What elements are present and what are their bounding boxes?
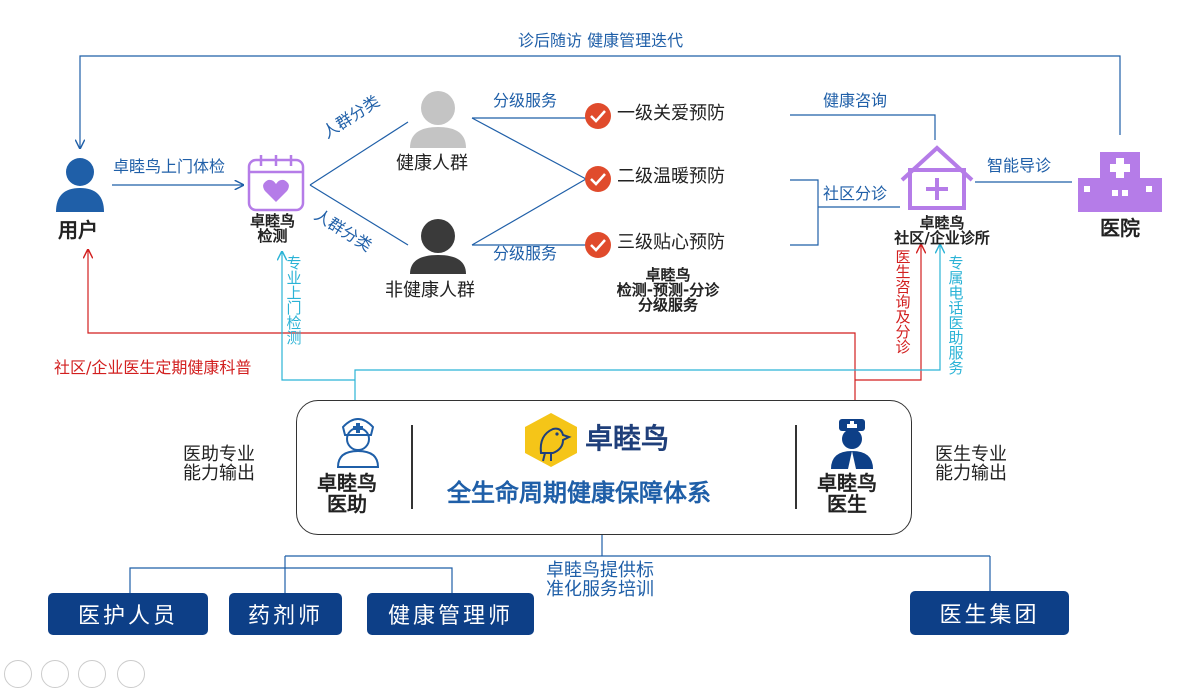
clinic-house-icon xyxy=(900,145,974,210)
science-label: 社区/企业医生定期健康科普 xyxy=(54,358,252,377)
assistant-capacity-label: 医助专业 能力输出 xyxy=(183,444,255,484)
divider-left xyxy=(411,425,413,509)
center-system-box: 卓睦鸟 医助 卓睦鸟 全生命周期健康保障体系 卓睦鸟 医生 xyxy=(296,400,912,535)
health-consult-label: 健康咨询 xyxy=(823,91,888,110)
pro-visit-vertical-label: 专业上门检测 xyxy=(286,254,302,347)
grading-connectors xyxy=(471,117,587,246)
training-connectors xyxy=(129,533,991,593)
doctor-icon xyxy=(831,419,873,469)
level-2-label: 二级温暖预防 xyxy=(617,166,725,187)
assistant-service-vertical-label: 专属电话医助服务 xyxy=(948,254,964,377)
grading-lower-label: 分级服务 xyxy=(493,244,558,263)
detect-label: 卓睦鸟 检测 xyxy=(250,212,296,245)
doctor-group-button[interactable]: 医生集团 xyxy=(910,591,1069,635)
community-triage-label: 社区分诊 xyxy=(823,184,888,203)
pharmacist-button[interactable]: 药剂师 xyxy=(229,593,342,635)
assistant-label: 卓睦鸟 医助 xyxy=(317,471,377,516)
zoom-icon[interactable] xyxy=(78,660,106,688)
health-manager-button[interactable]: 健康管理师 xyxy=(367,593,534,635)
slides-icon[interactable] xyxy=(41,660,69,688)
brand-logo-icon xyxy=(525,413,577,467)
hospital-icon xyxy=(1078,152,1162,212)
brand-subtitle: 全生命周期健康保障体系 xyxy=(447,479,711,507)
brand-name: 卓睦鸟 xyxy=(585,422,670,455)
level-3-label: 三级贴心预防 xyxy=(617,232,725,253)
levels-caption: 卓睦鸟 检测-预测-分诊 分级服务 xyxy=(616,266,720,314)
unhealthy-person-icon xyxy=(410,219,466,274)
doctor-capacity-label: 医生专业 能力输出 xyxy=(935,444,1007,484)
check-icon xyxy=(585,103,611,129)
visit-label: 卓睦鸟上门体检 xyxy=(113,157,226,176)
hospital-label: 医院 xyxy=(1100,216,1140,240)
top-loop-label: 诊后随访 健康管理迭代 xyxy=(518,31,684,50)
training-label: 卓睦鸟提供标 准化服务培训 xyxy=(546,560,654,600)
levels-to-clinic-connectors xyxy=(790,114,1072,246)
check-icon xyxy=(585,232,611,258)
healthy-group-label: 健康人群 xyxy=(396,153,468,174)
check-icon xyxy=(585,166,611,192)
medical-staff-button[interactable]: 医护人员 xyxy=(48,593,208,635)
divider-right xyxy=(795,425,797,509)
cyan-connectors xyxy=(282,245,940,415)
doctor-label: 卓睦鸟 医生 xyxy=(817,471,877,516)
more-icon[interactable] xyxy=(117,660,145,688)
level-1-label: 一级关爱预防 xyxy=(617,103,725,124)
classify-connectors xyxy=(309,121,409,246)
clinic-label: 卓睦鸟 社区/企业诊所 xyxy=(894,214,990,247)
calendar-heart-icon xyxy=(247,155,305,212)
grading-upper-label: 分级服务 xyxy=(493,91,558,110)
top-loop-connector xyxy=(80,55,1121,148)
doctor-consult-vertical-label: 医生咨询及分诊 xyxy=(895,248,911,356)
nurse-icon xyxy=(336,418,380,468)
healthy-person-icon xyxy=(410,91,466,148)
red-connectors xyxy=(88,245,921,415)
check-icons xyxy=(585,103,611,258)
unhealthy-group-label: 非健康人群 xyxy=(385,280,475,301)
pen-icon[interactable] xyxy=(4,660,32,688)
user-label: 用户 xyxy=(58,218,98,242)
user-icon xyxy=(56,158,104,212)
smart-guide-label: 智能导诊 xyxy=(987,156,1052,175)
